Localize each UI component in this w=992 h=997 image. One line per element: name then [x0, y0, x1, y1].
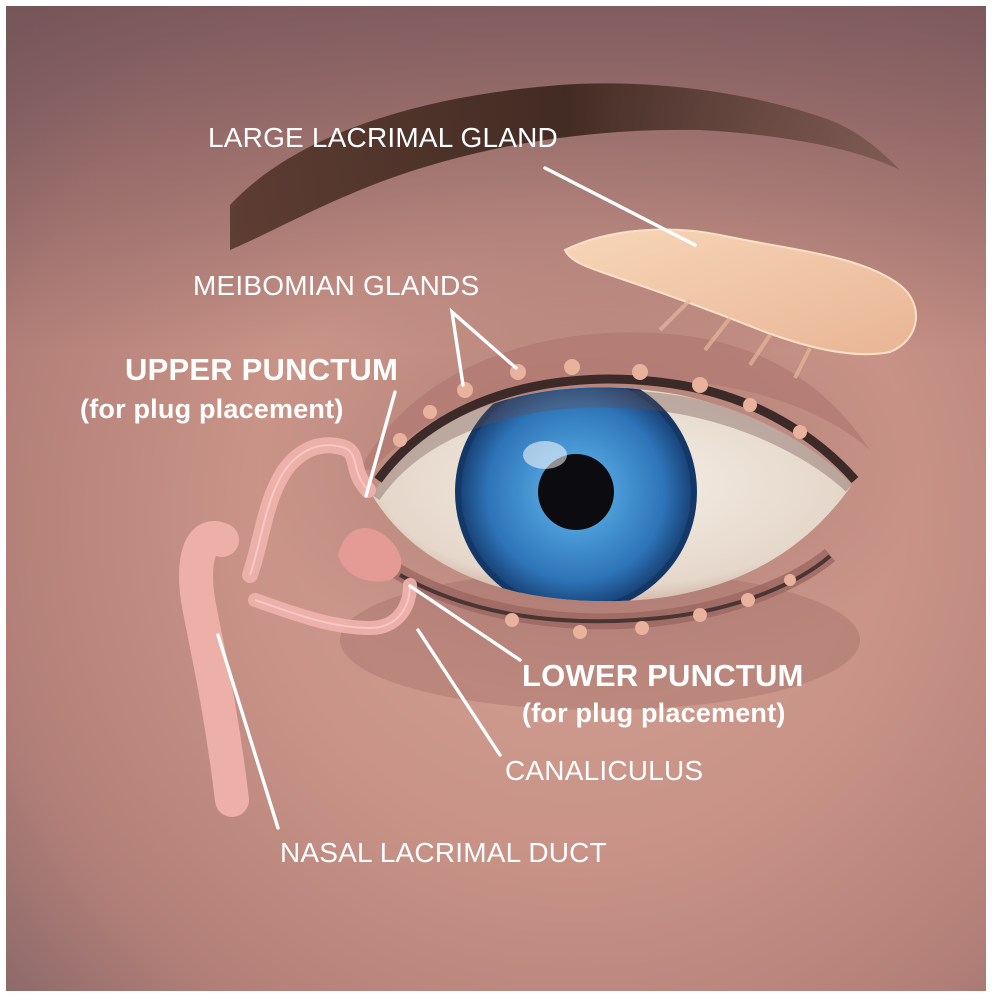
- label-lower-punctum: LOWER PUNCTUM: [522, 658, 804, 693]
- label-upper-punctum-note: (for plug placement): [80, 394, 344, 424]
- label-lacrimal-gland: LARGE LACRIMAL GLAND: [208, 122, 558, 153]
- label-nasal-lacrimal-duct: NASAL LACRIMAL DUCT: [280, 837, 607, 868]
- label-meibomian-glands: MEIBOMIAN GLANDS: [193, 270, 479, 301]
- label-upper-punctum: UPPER PUNCTUM: [125, 352, 398, 387]
- label-canaliculus: CANALICULUS: [505, 755, 703, 786]
- label-lower-punctum-note: (for plug placement): [522, 698, 786, 728]
- eye-highlight: [523, 441, 567, 469]
